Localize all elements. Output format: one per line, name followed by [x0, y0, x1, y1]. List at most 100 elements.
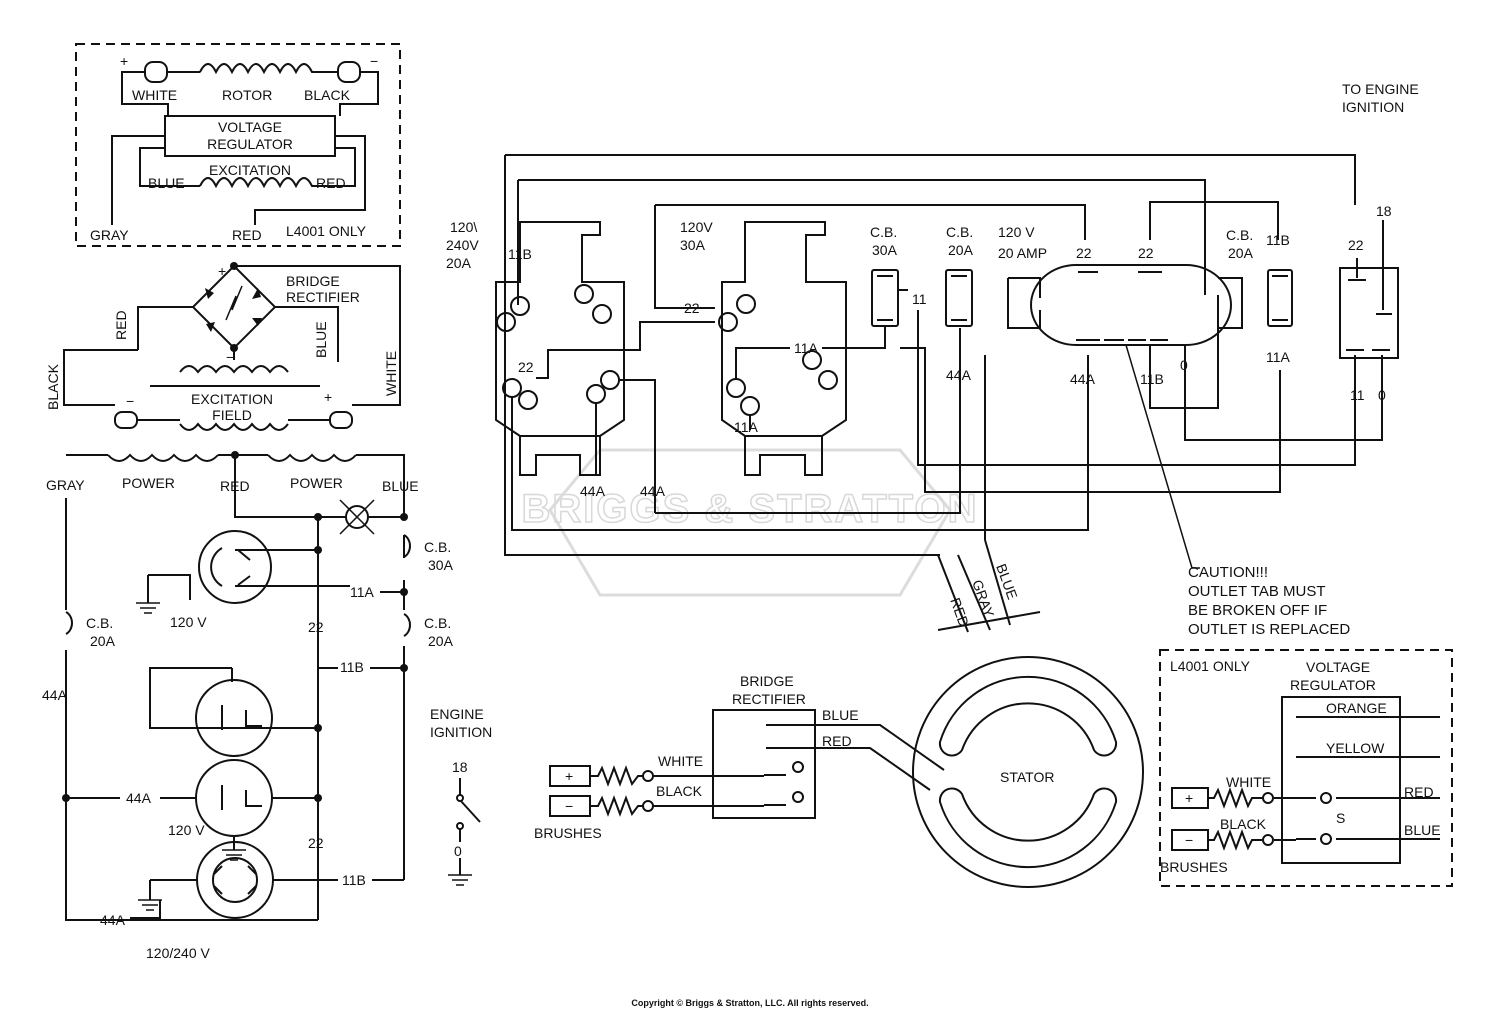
terminal-b6	[740, 396, 760, 416]
caution-title: CAUTION!!!	[1188, 564, 1268, 581]
caution-leader-line	[1125, 344, 1200, 569]
twist-120v-label: 120 V	[170, 614, 207, 630]
terminal-a8	[600, 370, 620, 390]
ignition-contact-2	[456, 822, 464, 830]
stator-lead-bar	[937, 611, 1041, 631]
rotor-regulator-box: + − WHITE ROTOR BLACK VOLTAGE REGULATOR …	[75, 43, 401, 247]
outlet-120-240v-wires	[130, 879, 404, 919]
panel-240v-label: 240V	[446, 237, 479, 253]
stator-winding-top	[938, 675, 1118, 757]
circuit-breaker-30a	[871, 269, 899, 327]
vr2-orange-label: ORANGE	[1326, 700, 1387, 716]
panel-44a-label-1: 44A	[580, 483, 606, 499]
panel-11b-label-3: 11B	[1266, 232, 1290, 248]
caution-note: CAUTION!!! OUTLET TAB MUST BE BROKEN OFF…	[1188, 564, 1350, 638]
bridge-minus-sign: −	[226, 349, 234, 365]
vr2-brushes-label: BRUSHES	[1160, 859, 1228, 875]
ground-icon-3	[138, 899, 162, 911]
panel-outlet-left-wires	[536, 321, 715, 513]
panel-cb30-label: C.B.	[870, 224, 897, 240]
terminal-22-a	[518, 390, 538, 410]
node-22-duplex	[314, 724, 322, 732]
excitation-blue-label: BLUE	[148, 175, 185, 191]
wire-22-label-1: 22	[308, 619, 324, 635]
panel-22-label-3: 22	[1076, 245, 1092, 261]
terminal-b3	[802, 350, 822, 370]
wire-44a-left-label: 44A	[42, 687, 68, 703]
panel-120v-20amp-label: 120 V	[998, 224, 1035, 240]
stator-label: STATOR	[1000, 769, 1054, 785]
brush-springs	[590, 765, 646, 817]
ignition-contact-1	[456, 794, 464, 802]
ignition-ground-icon	[448, 874, 472, 886]
rotor-white-label: WHITE	[132, 87, 177, 103]
ground-icon-1	[136, 602, 160, 614]
wire-44a-label-3: 44A	[100, 912, 126, 928]
rectifier-label: RECTIFIER	[286, 289, 360, 305]
wire-11a-label: 11A	[350, 584, 375, 600]
reg-gray-label: GRAY	[90, 227, 129, 243]
engine-label: ENGINE	[430, 706, 484, 722]
node-22-top	[314, 513, 322, 521]
terminal-b1	[736, 294, 756, 314]
power-right-label: POWER	[290, 475, 343, 491]
power-coil-left	[107, 453, 219, 462]
duplex-outlet-top	[195, 679, 273, 757]
ignition-label: IGNITION	[430, 724, 492, 740]
field-coil-top	[179, 365, 289, 374]
cb20l-amp-label: 20A	[90, 633, 116, 649]
bridge-zigzag	[225, 285, 243, 321]
brush-contact-2	[642, 800, 654, 812]
l4001-dashed-border	[75, 43, 401, 247]
terminal-a4	[592, 304, 612, 324]
outlet-120-240v	[196, 841, 274, 919]
wire-11-harness	[898, 289, 1356, 466]
duplex-slots	[221, 705, 262, 810]
field-coil-bottom	[179, 422, 289, 431]
vr2-voltage-label: VOLTAGE	[1306, 659, 1370, 675]
brush-contact-1	[642, 770, 654, 782]
vr2-brush-springs	[1208, 787, 1296, 851]
vr-regulator-label: REGULATOR	[207, 136, 293, 152]
power-gray-label: GRAY	[46, 477, 85, 493]
panel-cb20r-label: C.B.	[1226, 227, 1253, 243]
vr2-blue-label: BLUE	[1404, 822, 1441, 838]
watermark-text: BRIGGS & STRATTON	[522, 487, 979, 531]
twistlock-120v-slots	[210, 547, 251, 587]
l4001-only-label: L4001 ONLY	[286, 223, 367, 239]
panel-20a-label: 20A	[446, 255, 472, 271]
cb-20a-right-icon	[403, 613, 411, 637]
field-minus-sign: −	[126, 393, 134, 409]
rotor-coil	[167, 63, 338, 75]
wire-11a-harness	[900, 347, 1281, 493]
brushes-label: BRUSHES	[534, 825, 602, 841]
caution-line-4: OUTLET IS REPLACED	[1188, 621, 1350, 638]
power-blue-label: BLUE	[382, 478, 419, 494]
cb20r-amp-label: 20A	[428, 633, 454, 649]
vr2-brush-minus-sign: −	[1185, 832, 1193, 848]
b-white-label: WHITE	[658, 753, 703, 769]
wire-0-duplex	[1184, 345, 1383, 441]
lamp-rays	[339, 499, 375, 535]
cb-30a-icon	[403, 534, 411, 558]
ignition-18-label: 18	[452, 759, 468, 775]
stator-winding-bottom	[938, 787, 1118, 869]
duplex-terminals	[1076, 271, 1168, 341]
duplex-outlet-bottom	[195, 759, 273, 837]
wire-44a-label-2: 44A	[126, 790, 152, 806]
outlet-120-240v-label: 120/240 V	[146, 945, 210, 961]
diode-2-icon	[252, 288, 261, 299]
node-22-twist	[314, 546, 322, 554]
wire-11b-label-1: 11B	[340, 659, 364, 675]
power-coil-leads	[66, 454, 405, 520]
outlet-120-240v-inner	[212, 857, 258, 903]
panel-44a-label-2: 44A	[640, 483, 666, 499]
bottom-rectifier-section: BRIDGE RECTIFIER BLUE RED WHITE BLACK + …	[534, 673, 945, 841]
terminal-44a-a	[586, 384, 606, 404]
terminal-11b-a	[510, 296, 530, 316]
l4001-bottom-label: L4001 ONLY	[1170, 658, 1251, 674]
field-brush-left	[114, 411, 138, 429]
reg-red-label: RED	[232, 227, 262, 243]
bridge-plus-sign: +	[218, 263, 226, 279]
